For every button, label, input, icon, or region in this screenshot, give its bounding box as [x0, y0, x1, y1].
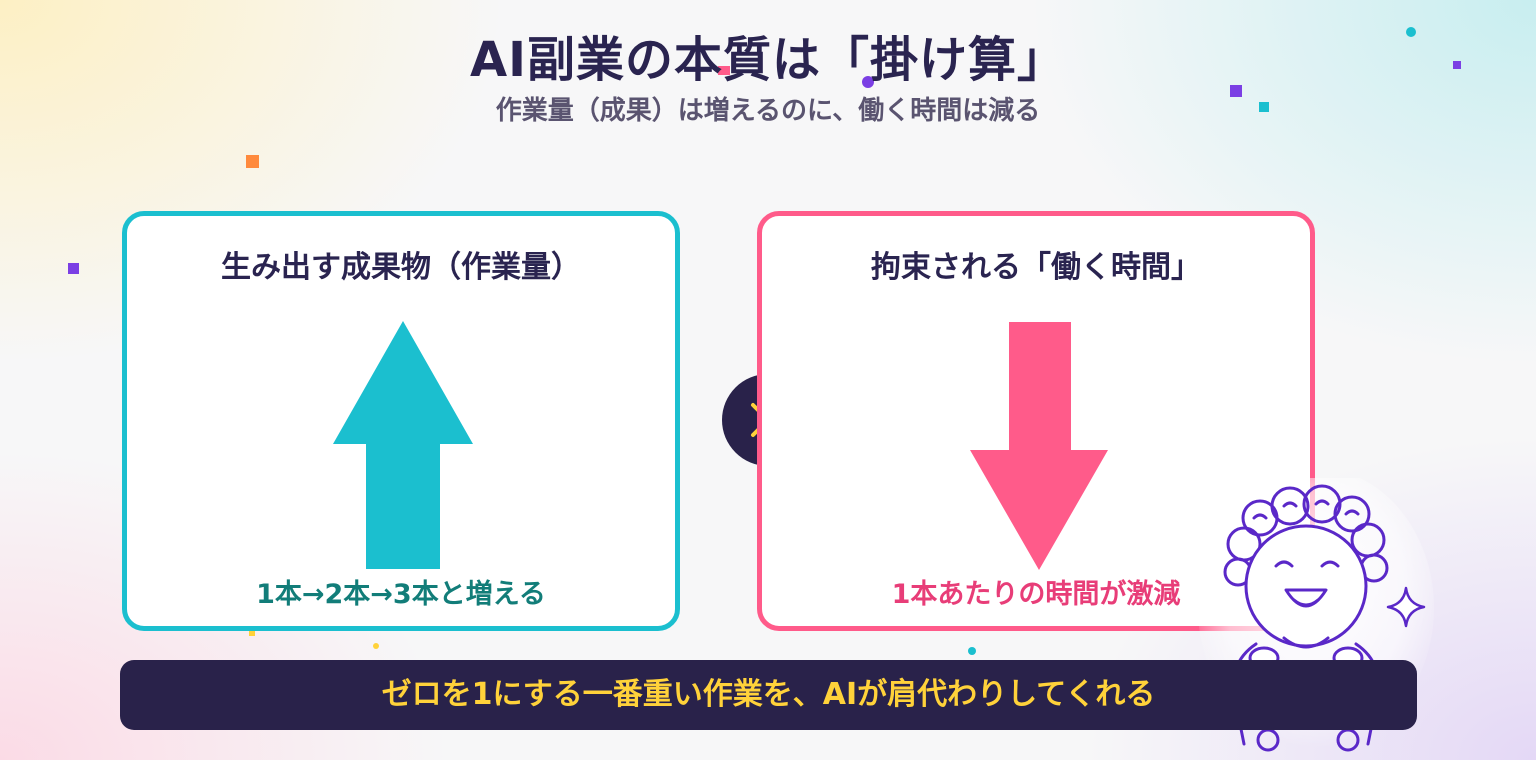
down-arrow-icon	[970, 322, 1108, 570]
confetti-square	[1230, 85, 1242, 97]
confetti-dot	[968, 647, 976, 655]
output-panel-caption: 1本→2本→3本と増える	[256, 579, 546, 610]
summary-banner: ゼロを1にする一番重い作業を、AIが肩代わりしてくれる	[120, 660, 1417, 730]
confetti-dot	[862, 76, 874, 88]
confetti-square	[1453, 61, 1461, 69]
confetti-square	[718, 66, 730, 75]
time-panel-caption: 1本あたりの時間が激減	[891, 579, 1181, 610]
up-arrow-icon	[333, 321, 473, 569]
confetti-square	[1259, 102, 1269, 112]
confetti-square	[68, 263, 79, 274]
confetti-square	[246, 155, 259, 168]
confetti-dot	[373, 643, 379, 649]
page-title: AI副業の本質は「掛け算」	[469, 32, 1066, 88]
confetti-square	[249, 630, 255, 636]
output-panel-title: 生み出す成果物（作業量）	[221, 250, 581, 285]
confetti-dot	[1406, 27, 1416, 37]
output-panel: 生み出す成果物（作業量） 1本→2本→3本と増える	[122, 211, 680, 631]
page-subtitle: 作業量（成果）は増えるのに、働く時間は減る	[495, 96, 1041, 126]
time-panel-title: 拘束される「働く時間」	[871, 250, 1201, 285]
sparkle-icon	[1386, 586, 1426, 628]
